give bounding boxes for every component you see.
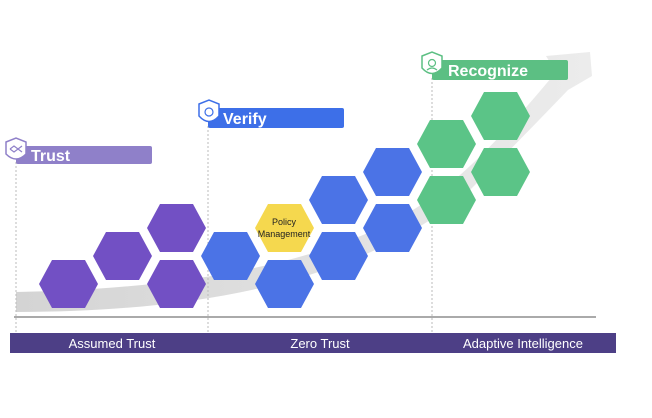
hexagon (417, 120, 476, 168)
hexagon (255, 260, 314, 308)
hexagon (417, 176, 476, 224)
stage-label-verify: Verify (198, 99, 344, 128)
shield-check-icon (198, 99, 220, 123)
hexagon (309, 232, 368, 280)
hexagon (39, 260, 98, 308)
hexagon (363, 204, 422, 252)
hexagon (93, 232, 152, 280)
policy-label-line1: Policy (272, 217, 297, 227)
policy-label-line2: Management (258, 229, 311, 239)
hexagon (471, 92, 530, 140)
hexagon (201, 232, 260, 280)
handshake-icon (5, 137, 27, 160)
hexagon (147, 204, 206, 252)
shield-face-icon (421, 51, 443, 75)
stage-label-trust-text: Trust (31, 148, 71, 165)
band-label-adaptive-intelligence: Adaptive Intelligence (463, 336, 583, 351)
stage-label-recognize: Recognize (421, 51, 568, 80)
hexagon (309, 176, 368, 224)
verify-hexagons (201, 148, 422, 308)
hexagon (255, 204, 314, 252)
stage-label-verify-text: Verify (223, 111, 267, 128)
trust-hexagons (39, 204, 206, 308)
bottom-bar (10, 333, 616, 353)
hexagon (363, 148, 422, 196)
band-label-zero-trust: Zero Trust (290, 336, 350, 351)
recognize-hexagons (417, 92, 530, 224)
hexagon (147, 260, 206, 308)
band-label-assumed-trust: Assumed Trust (69, 336, 156, 351)
hexagon (471, 148, 530, 196)
stage-label-trust: Trust (5, 137, 152, 165)
stage-label-recognize-text: Recognize (448, 63, 528, 80)
